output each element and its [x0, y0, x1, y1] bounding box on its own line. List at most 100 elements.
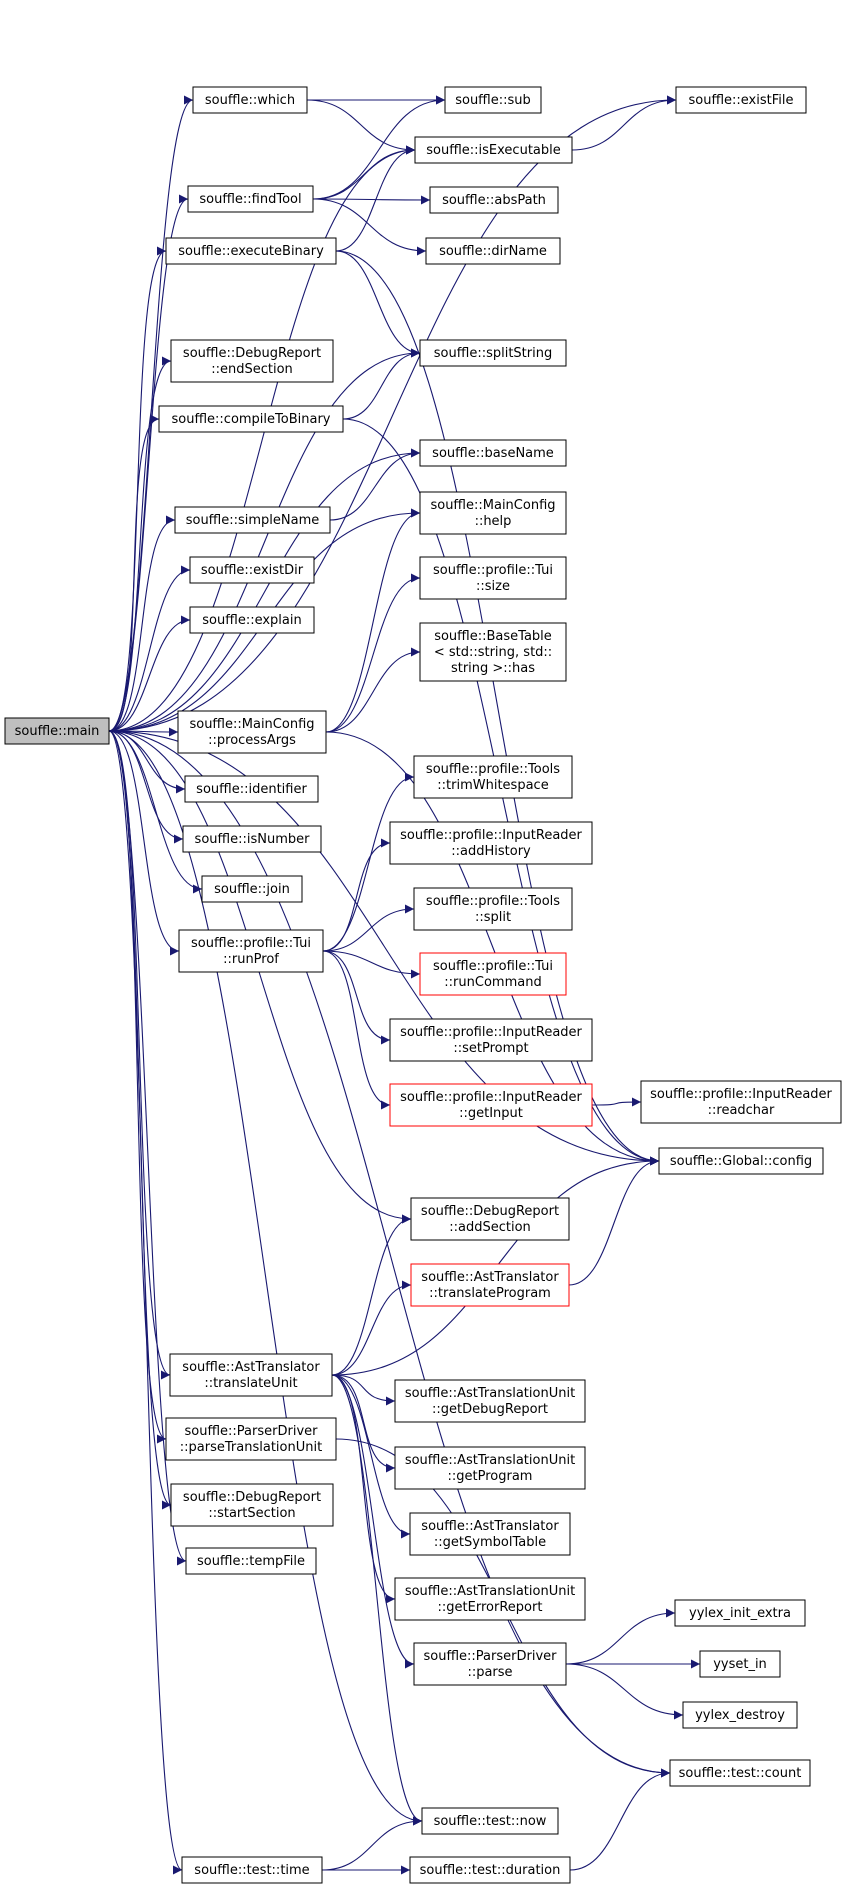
node-sub[interactable]: souffle::sub	[444, 86, 542, 114]
node-base-name[interactable]: souffle::baseName	[419, 439, 567, 467]
node-execute-binary[interactable]: souffle::executeBinary	[165, 237, 337, 265]
node-label: souffle::simpleName	[186, 513, 320, 528]
node-join[interactable]: souffle::join	[201, 875, 303, 903]
node-label: ::processArgs	[208, 733, 296, 748]
node-yyset-in[interactable]: yyset_in	[699, 1650, 781, 1678]
node-label: souffle::executeBinary	[178, 244, 324, 259]
node-parse-translation-unit[interactable]: souffle::ParserDriver::parseTranslationU…	[165, 1417, 337, 1461]
node-run-prof[interactable]: souffle::profile::Tui::runProf	[178, 929, 324, 973]
node-compile-to-binary[interactable]: souffle::compileToBinary	[158, 405, 344, 433]
node-base-table-has[interactable]: souffle::BaseTable< std::string, std::st…	[419, 622, 567, 682]
edge-process-args-to-main-config-help	[325, 508, 421, 733]
node-add-section[interactable]: souffle::DebugReport::addSection	[410, 1197, 570, 1241]
node-box	[187, 185, 314, 213]
node-box	[185, 1547, 317, 1575]
edge-translate-unit-to-get-symbol-table	[331, 1374, 411, 1539]
node-label: souffle::DebugReport	[183, 1490, 321, 1505]
node-yylex-init-extra[interactable]: yylex_init_extra	[674, 1599, 806, 1627]
node-split-string[interactable]: souffle::splitString	[419, 339, 567, 367]
node-get-input[interactable]: souffle::profile::InputReader::getInput	[389, 1083, 593, 1127]
node-add-history[interactable]: souffle::profile::InputReader::addHistor…	[389, 821, 593, 865]
edge-parse-to-yylex-destroy	[565, 1663, 684, 1720]
node-label: souffle::MainConfig	[189, 717, 314, 732]
node-is-executable[interactable]: souffle::isExecutable	[414, 136, 573, 164]
node-run-command[interactable]: souffle::profile::Tui::runCommand	[419, 952, 567, 996]
node-box	[410, 1263, 570, 1307]
edge-translate-program-to-global-config	[568, 1156, 660, 1286]
node-test-count[interactable]: souffle::test::count	[669, 1759, 811, 1787]
node-main[interactable]: souffle::main	[4, 717, 110, 745]
node-label: souffle::explain	[202, 613, 301, 628]
node-box	[184, 775, 319, 803]
node-label: ::getErrorReport	[438, 1600, 543, 1615]
node-get-debug-report[interactable]: souffle::AstTranslationUnit::getDebugRep…	[394, 1379, 586, 1423]
node-test-time[interactable]: souffle::test::time	[181, 1856, 323, 1884]
node-tools-split[interactable]: souffle::profile::Tools::split	[413, 887, 573, 931]
node-box	[389, 1083, 593, 1127]
node-explain[interactable]: souffle::explain	[189, 606, 315, 634]
edge-translate-unit-to-get-debug-report	[331, 1374, 396, 1406]
node-label: souffle::sub	[455, 93, 531, 108]
node-label: souffle::absPath	[442, 193, 546, 208]
node-box	[419, 622, 567, 682]
node-label: souffle::DebugReport	[183, 346, 321, 361]
node-box	[429, 186, 559, 214]
node-set-prompt[interactable]: souffle::profile::InputReader::setPrompt	[389, 1018, 593, 1062]
node-box	[169, 1353, 333, 1397]
edge-main-to-add-section	[108, 730, 412, 1224]
node-abs-path[interactable]: souffle::absPath	[429, 186, 559, 214]
node-is-number[interactable]: souffle::isNumber	[182, 825, 322, 853]
node-label: souffle::ParserDriver	[185, 1424, 319, 1439]
node-parse[interactable]: souffle::ParserDriver::parse	[413, 1642, 567, 1686]
node-simple-name[interactable]: souffle::simpleName	[174, 506, 331, 534]
node-get-program[interactable]: souffle::AstTranslationUnit::getProgram	[394, 1446, 586, 1490]
node-start-section[interactable]: souffle::DebugReport::startSection	[170, 1483, 334, 1527]
edge-main-to-translate-unit	[108, 730, 171, 1380]
node-label: ::endSection	[211, 362, 293, 377]
edge-translate-unit-to-get-program	[331, 1374, 396, 1473]
node-translate-program[interactable]: souffle::AstTranslator::translateProgram	[410, 1263, 570, 1307]
node-box	[389, 821, 593, 865]
node-readchar[interactable]: souffle::profile::InputReader::readchar	[640, 1080, 842, 1124]
node-label: souffle::compileToBinary	[172, 412, 331, 427]
node-dir-name[interactable]: souffle::dirName	[425, 237, 561, 265]
edge-run-prof-to-run-command	[322, 950, 421, 979]
node-identifier[interactable]: souffle::identifier	[184, 775, 319, 803]
node-get-symbol-table[interactable]: souffle::AstTranslator::getSymbolTable	[409, 1512, 571, 1556]
node-label: ::getProgram	[448, 1469, 533, 1484]
node-which[interactable]: souffle::which	[192, 86, 308, 114]
node-trim-whitespace[interactable]: souffle::profile::Tools::trimWhitespace	[413, 755, 573, 799]
node-label: souffle::profile::InputReader	[650, 1087, 832, 1102]
edge-execute-binary-to-global-config	[335, 250, 660, 1166]
node-label: ::parse	[467, 1665, 512, 1680]
edge-find-tool-to-is-executable	[312, 145, 416, 200]
node-get-error-report[interactable]: souffle::AstTranslationUnit::getErrorRep…	[394, 1577, 586, 1621]
edge-translate-unit-to-parse	[331, 1374, 415, 1669]
node-translate-unit[interactable]: souffle::AstTranslator::translateUnit	[169, 1353, 333, 1397]
node-process-args[interactable]: souffle::MainConfig::processArgs	[177, 710, 327, 754]
node-tui-size[interactable]: souffle::profile::Tui::size	[419, 556, 567, 600]
node-label: souffle::profile::Tools	[426, 894, 560, 909]
node-exist-file[interactable]: souffle::existFile	[675, 86, 807, 114]
node-end-section[interactable]: souffle::DebugReport::endSection	[170, 339, 334, 383]
node-label: souffle::test::count	[679, 1766, 802, 1781]
node-label: ::trimWhitespace	[437, 778, 548, 793]
node-label: souffle::main	[15, 724, 100, 739]
node-box	[444, 86, 542, 114]
node-box	[4, 717, 110, 745]
edge-main-to-is-number	[108, 730, 184, 844]
node-test-now[interactable]: souffle::test::now	[421, 1807, 559, 1835]
node-test-duration[interactable]: souffle::test::duration	[409, 1856, 571, 1884]
node-find-tool[interactable]: souffle::findTool	[187, 185, 314, 213]
edge-run-prof-to-set-prompt	[322, 950, 391, 1045]
node-label: ::translateProgram	[429, 1286, 551, 1301]
node-exist-dir[interactable]: souffle::existDir	[189, 556, 315, 584]
node-box	[178, 929, 324, 973]
node-global-config[interactable]: souffle::Global::config	[658, 1147, 824, 1175]
node-yylex-destroy[interactable]: yylex_destroy	[682, 1701, 798, 1729]
node-box	[413, 887, 573, 931]
node-label: souffle::tempFile	[197, 1554, 305, 1569]
node-main-config-help[interactable]: souffle::MainConfig::help	[419, 491, 567, 535]
node-temp-file[interactable]: souffle::tempFile	[185, 1547, 317, 1575]
